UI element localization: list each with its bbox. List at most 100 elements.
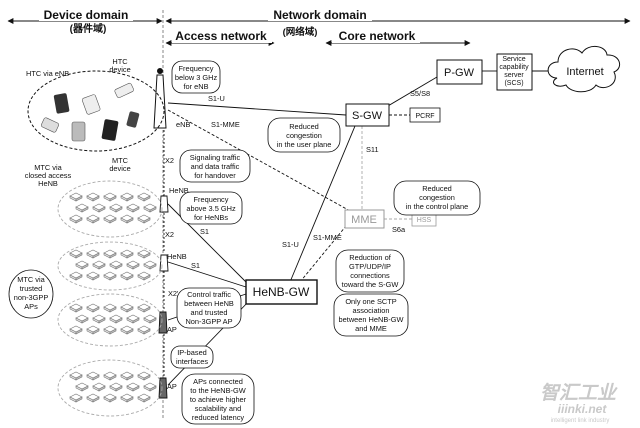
htc-via-enb-label: HTC via eNB xyxy=(26,69,69,78)
s1-label-1: S1 xyxy=(200,227,209,236)
scs-node: Service capability server (SCS) xyxy=(496,53,533,91)
mtc-trusted-label-2: trusted xyxy=(20,284,43,293)
mtc-device-icon xyxy=(86,249,100,259)
mtc-trusted-label-3: non-3GPP xyxy=(14,293,49,302)
reduction-gtp-4: toward the S-GW xyxy=(342,280,399,289)
one-sctp-4: and MME xyxy=(355,324,387,333)
mtc-device-icon xyxy=(86,303,100,313)
mtc-device-icon xyxy=(92,382,106,392)
s1mme-top-label: S1-MME xyxy=(211,120,240,129)
mtc-trusted-label-1: MTC via xyxy=(17,275,45,284)
mtc-device-icon xyxy=(120,214,134,224)
mtc-device-icon xyxy=(69,303,83,313)
sgw-node: S-GW xyxy=(345,103,390,127)
callout-aps-connected: APs connected to the HeNB-GW to achieve … xyxy=(181,373,255,425)
one-sctp-2: association xyxy=(353,306,390,315)
access-network-title: Access network xyxy=(175,29,267,43)
ip-based-1: IP-based xyxy=(177,348,207,357)
freq-enb-1: Frequency xyxy=(179,64,214,73)
callout-control-traffic: Control traffic between HeNB and trusted… xyxy=(176,287,242,329)
hss-label: HSS xyxy=(417,217,432,224)
mtc-closed-label-2: closed access xyxy=(25,171,72,180)
mtc-device-icon xyxy=(137,214,151,224)
network-domain-title: Network domain xyxy=(273,8,366,22)
mtc-device-icon xyxy=(109,260,123,270)
mtc-device-icon xyxy=(126,203,140,213)
enb-tower: eNB xyxy=(153,68,190,129)
mtc-device-icon xyxy=(86,271,100,281)
mtc-device-icon xyxy=(103,303,117,313)
mtc-device-icon xyxy=(86,325,100,335)
core-network-title: Core network xyxy=(339,29,416,43)
mtc-device-icon xyxy=(103,214,117,224)
mtc-device-icon xyxy=(109,203,123,213)
hss-node: HSS xyxy=(411,211,437,227)
mtc-device-icon xyxy=(69,371,83,381)
signaling-3: for handover xyxy=(194,171,236,180)
mtc-device-icon xyxy=(69,192,83,202)
device-domain-title: Device domain xyxy=(44,8,129,22)
mtc-device-icon xyxy=(137,192,151,202)
mtc-closed-label-3: HeNB xyxy=(38,179,58,188)
mtc-device-icon xyxy=(120,192,134,202)
reduced-user-2: congestion xyxy=(286,131,322,140)
ip-based-2: interfaces xyxy=(176,357,208,366)
htc-cluster xyxy=(27,70,165,152)
access-network-cn: (网络域) xyxy=(283,26,318,38)
freq-henb-1: Frequency xyxy=(194,195,229,204)
henb-label-2: HeNB xyxy=(167,252,187,261)
pgw-node: P-GW xyxy=(436,59,483,85)
mtc-device-icon xyxy=(143,382,157,392)
scs-label-1: Service xyxy=(502,56,525,63)
henb-label-1: HeNB xyxy=(169,186,189,195)
mtc-trusted-cluster xyxy=(57,293,163,347)
mtc-device-icon xyxy=(69,393,83,403)
mtc-trusted-callout: MTC via trusted non-3GPP APs xyxy=(8,269,54,319)
reduced-control-1: Reduced xyxy=(422,184,452,193)
henbgw-label: HeNB-GW xyxy=(253,285,310,299)
mtc-closed-cluster xyxy=(57,180,163,238)
mtc-device-icon xyxy=(120,303,134,313)
mtc-device-icon xyxy=(75,314,89,324)
mtc-device-icon xyxy=(92,314,106,324)
aps-connected-2: to the HeNB-GW xyxy=(190,386,245,395)
mtc-device-icon xyxy=(103,371,117,381)
mtc-device-icon xyxy=(86,371,100,381)
watermark-cn: 智汇工业 xyxy=(540,382,618,404)
s6a-label: S6a xyxy=(392,225,406,234)
reduced-control-2: congestion xyxy=(419,193,455,202)
internet-cloud: Internet xyxy=(547,46,621,93)
mtc-device-icon xyxy=(86,393,100,403)
s1mme-mid-label: S1-MME xyxy=(313,233,342,242)
mtc-cluster-2 xyxy=(57,241,163,291)
mtc-device-icon xyxy=(137,325,151,335)
mtc-device-icon xyxy=(75,260,89,270)
mtc-device-icon xyxy=(103,271,117,281)
mtc-device-icon xyxy=(92,260,106,270)
htc-label-2: device xyxy=(109,65,130,74)
watermark-tag: intelligent link industry xyxy=(551,418,610,424)
mtc-device-icon xyxy=(103,325,117,335)
mtc-device-icon xyxy=(120,393,134,403)
watermark-url: iiinki.net xyxy=(558,402,608,416)
callout-one-sctp: Only one SCTP association between HeNB-G… xyxy=(333,293,409,337)
mtc-device-icon xyxy=(69,325,83,335)
scs-label-2: capability xyxy=(499,64,529,71)
reduction-gtp-1: Reduction of xyxy=(349,253,391,262)
control-traffic-3: and trusted xyxy=(191,308,228,317)
mtc-device-icon xyxy=(137,393,151,403)
callout-ip-based: IP-based interfaces xyxy=(170,345,214,369)
mtc-device-icon xyxy=(143,260,157,270)
freq-enb-2: below 3 GHz xyxy=(175,73,218,82)
mtc-device-icon xyxy=(69,249,83,259)
mtc-device-icon xyxy=(143,203,157,213)
mtc-device-icon xyxy=(69,214,83,224)
x2-label-2: X2 xyxy=(165,230,174,239)
enb-label: eNB xyxy=(176,120,190,129)
mtc-device-icon xyxy=(120,271,134,281)
s1-label-2: S1 xyxy=(191,261,200,270)
callout-reduction-gtp: Reduction of GTP/UDP/IP connections towa… xyxy=(335,249,405,293)
ap-label-1: AP xyxy=(167,325,177,334)
